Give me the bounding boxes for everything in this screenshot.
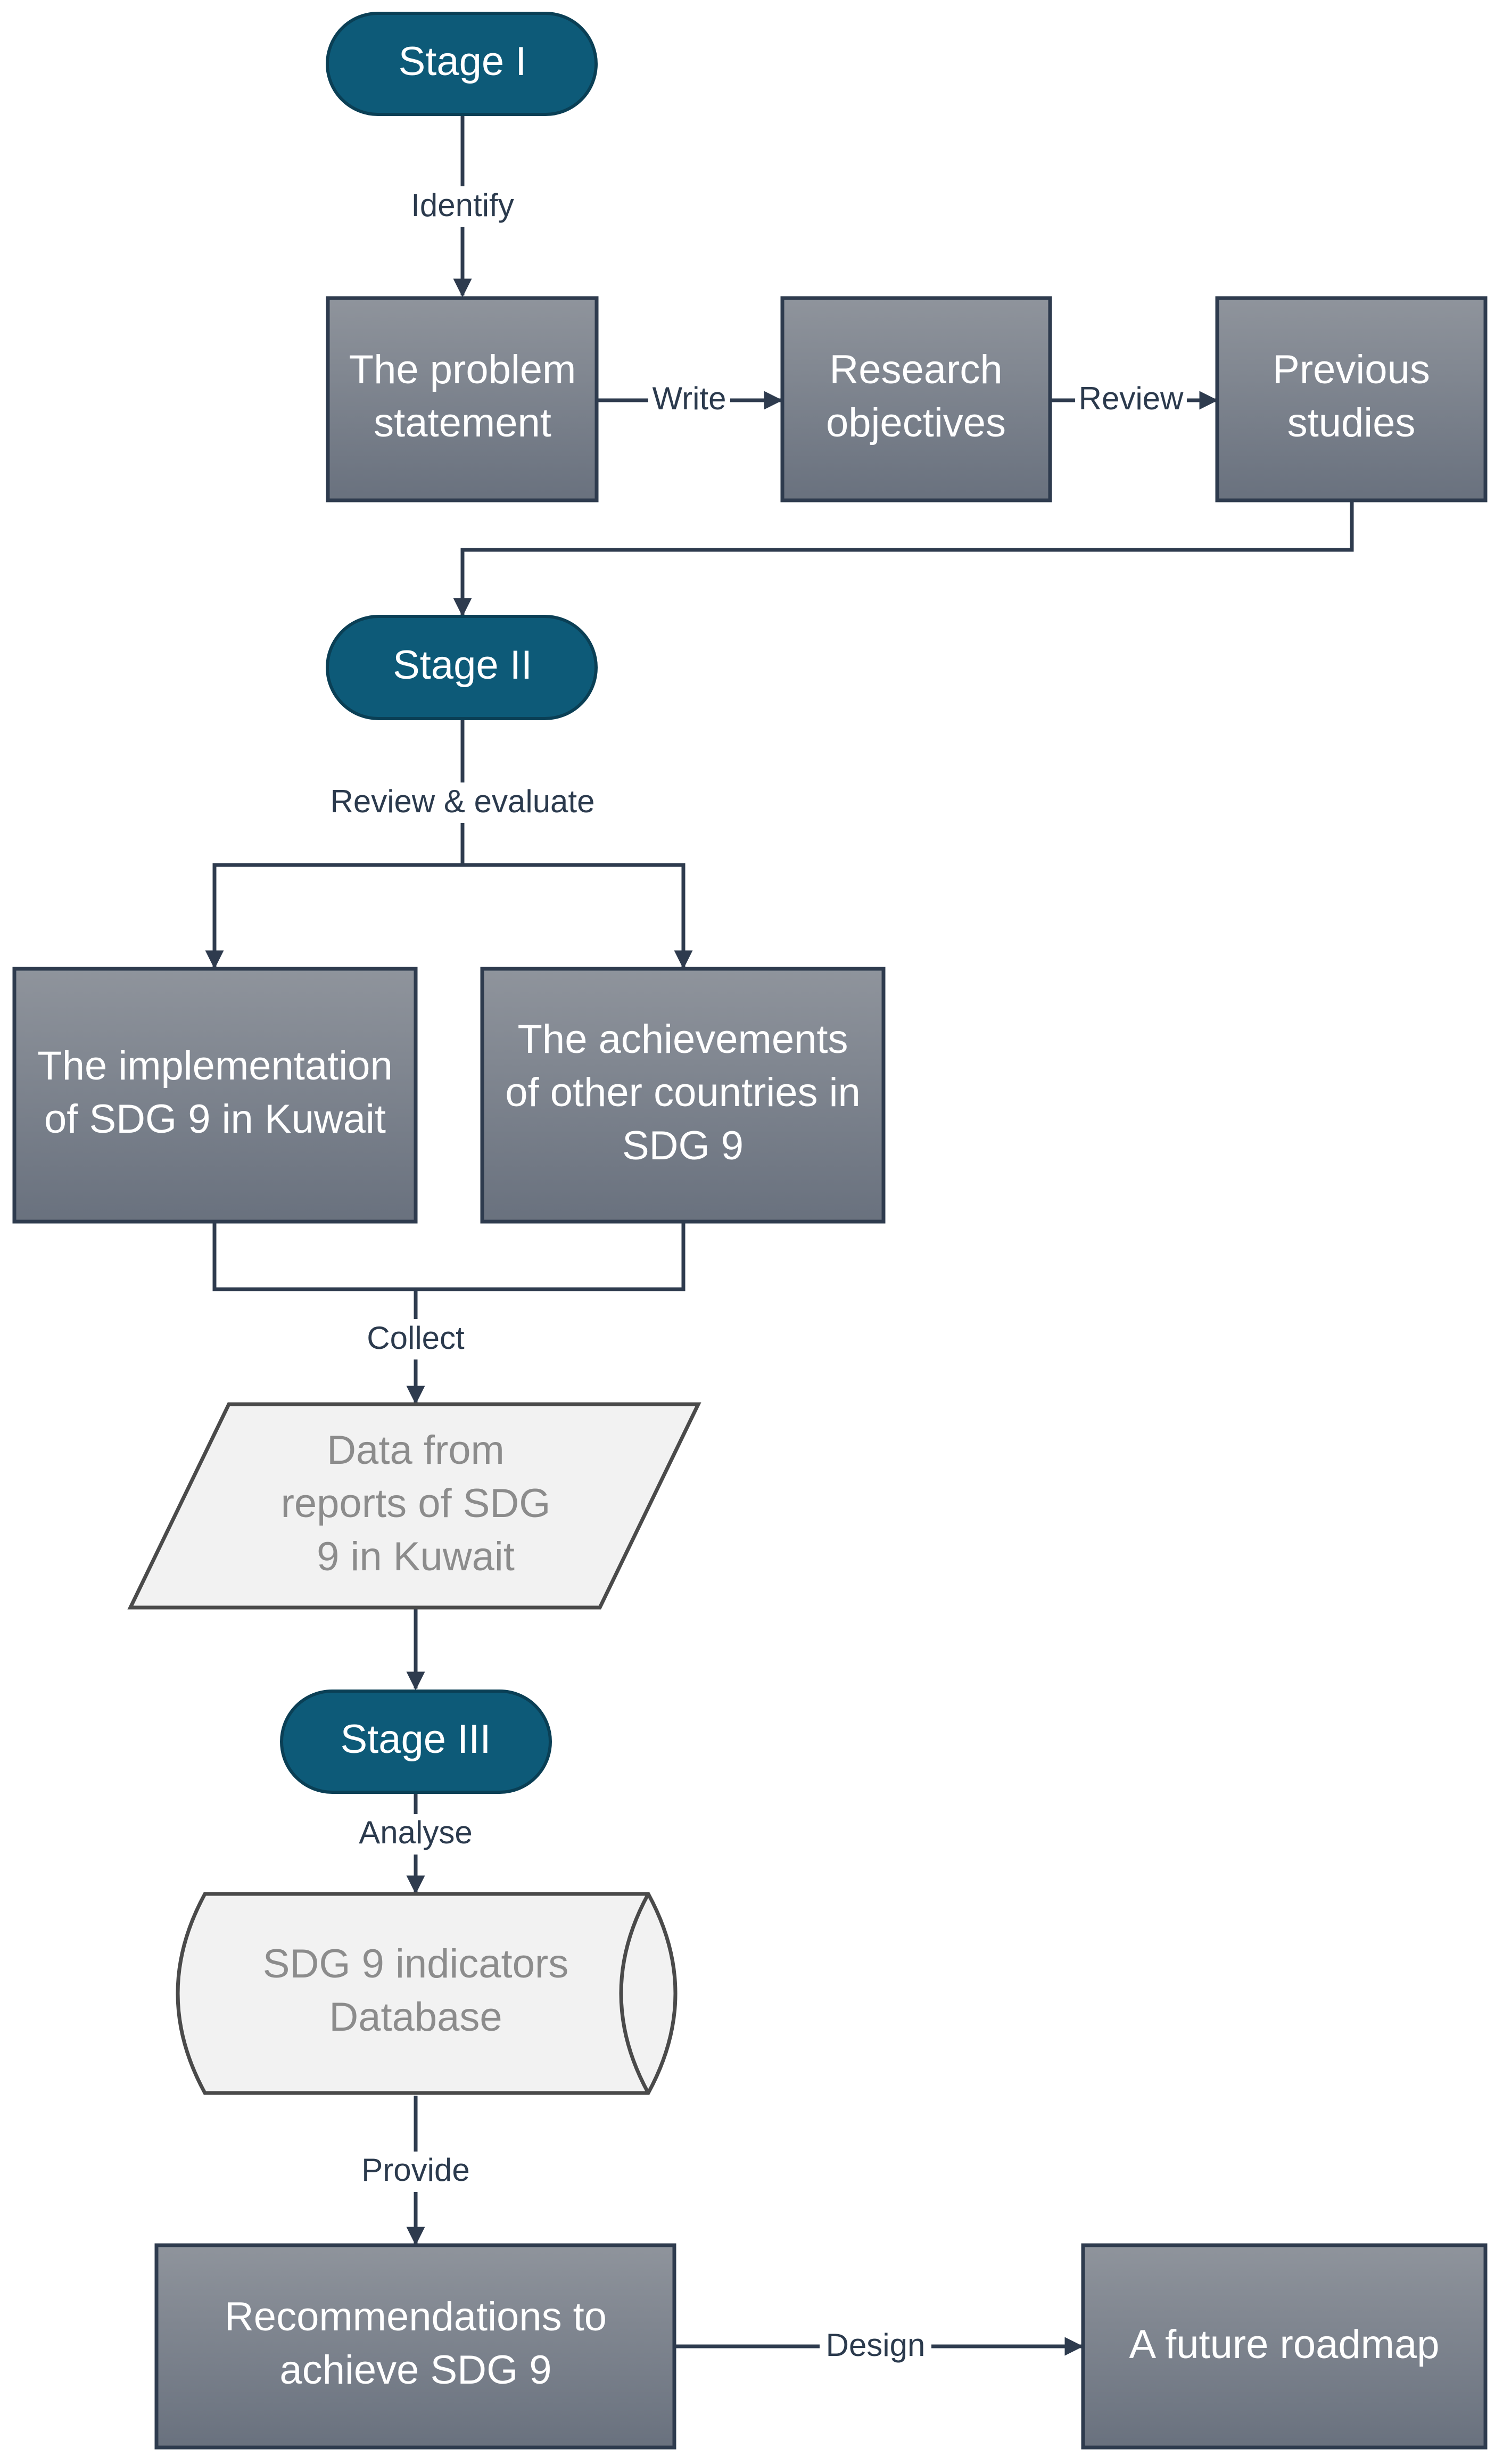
svg-text:Stage III: Stage III: [340, 1717, 491, 1762]
svg-text:The implementation: The implementation: [37, 1043, 392, 1089]
svg-text:Stage I: Stage I: [399, 39, 527, 84]
svg-text:The problem: The problem: [349, 347, 576, 392]
process-implementation-kuwait: The implementation of SDG 9 in Kuwait: [12, 967, 418, 1224]
svg-text:Analyse: Analyse: [359, 1815, 472, 1850]
edge-split-left: [205, 863, 463, 969]
svg-text:The achievements: The achievements: [518, 1017, 848, 1062]
svg-text:reports of SDG: reports of SDG: [281, 1481, 551, 1526]
edge-merge: [212, 1222, 686, 1291]
edge-split-right: [463, 863, 693, 969]
svg-text:Stage II: Stage II: [393, 642, 532, 688]
terminal-stage-1: Stage I: [326, 12, 598, 116]
label-review: Review: [1075, 381, 1187, 419]
svg-text:studies: studies: [1287, 400, 1416, 446]
label-write: Write: [648, 381, 730, 419]
process-research-objectives: Research objectives: [780, 296, 1052, 502]
svg-text:SDG 9 indicators: SDG 9 indicators: [263, 1941, 568, 1987]
label-collect: Collect: [357, 1319, 474, 1359]
svg-text:Identify: Identify: [411, 187, 514, 223]
svg-text:Write: Write: [653, 381, 726, 416]
svg-text:SDG 9: SDG 9: [622, 1123, 744, 1168]
process-future-roadmap: A future roadmap: [1081, 2243, 1488, 2450]
svg-text:Provide: Provide: [361, 2152, 469, 2188]
svg-text:A future roadmap: A future roadmap: [1129, 2322, 1439, 2367]
svg-text:Review: Review: [1079, 381, 1184, 416]
svg-text:9 in Kuwait: 9 in Kuwait: [317, 1534, 515, 1579]
label-identify: Identify: [399, 186, 526, 227]
process-achievements-other-countries: The achievements of other countries in S…: [480, 967, 886, 1224]
svg-text:Data from: Data from: [327, 1428, 505, 1473]
database-sdg9-indicators: SDG 9 indicators Database: [176, 1892, 678, 2095]
svg-text:Design: Design: [826, 2327, 926, 2363]
data-reports-sdg9: Data from reports of SDG 9 in Kuwait: [127, 1402, 701, 1610]
svg-text:Collect: Collect: [367, 1320, 465, 1356]
svg-text:Database: Database: [329, 1995, 502, 2040]
terminal-stage-3: Stage III: [280, 1690, 552, 1794]
label-analyse: Analyse: [352, 1814, 480, 1855]
svg-text:Research: Research: [829, 347, 1002, 392]
edge-previous-to-stage2: [453, 500, 1354, 617]
terminal-stage-2: Stage II: [326, 615, 598, 720]
svg-text:achieve SDG 9: achieve SDG 9: [279, 2347, 551, 2393]
label-design: Design: [820, 2327, 931, 2365]
label-provide: Provide: [352, 2152, 480, 2192]
svg-text:of other countries in: of other countries in: [505, 1070, 861, 1115]
process-previous-studies: Previous studies: [1215, 296, 1488, 502]
process-problem-statement: The problem statement: [326, 296, 599, 502]
label-review-evaluate: Review & evaluate: [316, 782, 609, 823]
process-recommendations: Recommendations to achieve SDG 9: [154, 2243, 676, 2450]
svg-text:Recommendations to: Recommendations to: [225, 2294, 607, 2339]
svg-text:objectives: objectives: [826, 400, 1006, 446]
svg-text:of SDG 9 in Kuwait: of SDG 9 in Kuwait: [44, 1097, 386, 1142]
svg-text:Review & evaluate: Review & evaluate: [331, 784, 595, 819]
svg-text:Previous: Previous: [1273, 347, 1430, 392]
svg-text:statement: statement: [374, 400, 551, 446]
